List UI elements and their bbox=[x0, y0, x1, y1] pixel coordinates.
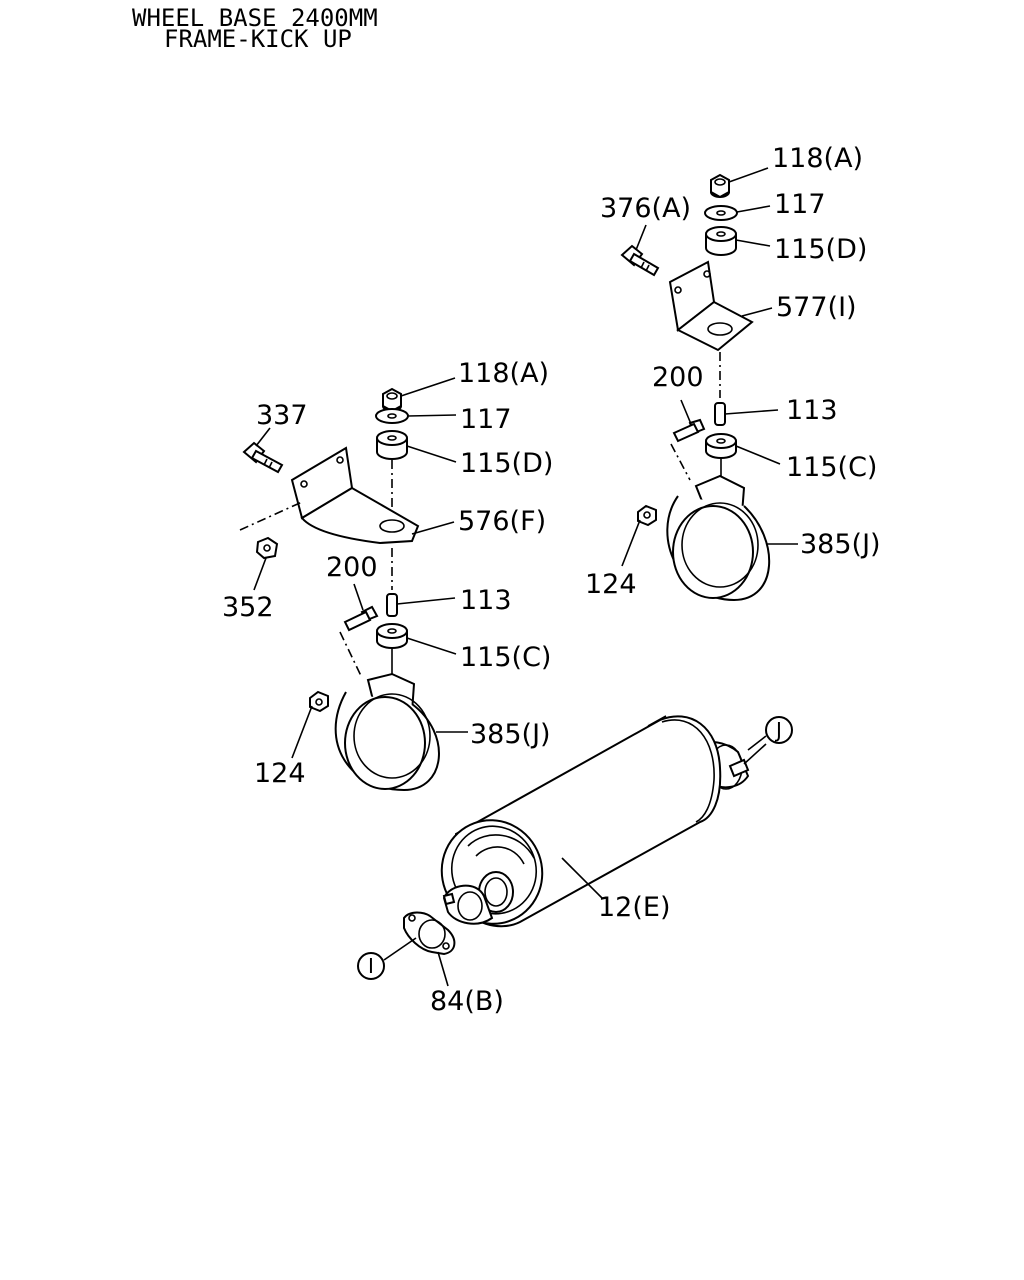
right-bolt-376[interactable] bbox=[620, 244, 660, 277]
callout-left-576: 576(F) bbox=[458, 506, 546, 537]
callout-left-115c: 115(C) bbox=[460, 642, 551, 673]
reference-i-label: I bbox=[368, 954, 374, 978]
callout-muffler-12: 12(E) bbox=[598, 892, 670, 923]
diagram-title-wheel-base: WHEEL BASE 2400MM bbox=[132, 4, 378, 32]
left-nut-352[interactable] bbox=[255, 536, 279, 560]
left-bolt-200[interactable] bbox=[343, 605, 379, 632]
left-rubber-115c[interactable] bbox=[376, 623, 408, 649]
right-bracket-577[interactable] bbox=[668, 260, 754, 352]
left-nut-118[interactable] bbox=[382, 387, 402, 413]
right-bolt-200[interactable] bbox=[672, 418, 706, 443]
gasket-leader-line bbox=[437, 951, 449, 987]
right-rubber-115c[interactable] bbox=[705, 433, 737, 459]
reference-circle-j: J bbox=[765, 716, 793, 744]
right-bolt-axis-line bbox=[670, 443, 691, 481]
reference-circle-i: I bbox=[357, 952, 385, 980]
callout-gasket-84: 84(B) bbox=[430, 986, 504, 1017]
left-bolt-337[interactable] bbox=[242, 441, 284, 474]
callout-left-115d: 115(D) bbox=[460, 448, 553, 479]
reference-j-leader bbox=[747, 735, 767, 751]
reference-j-label: J bbox=[774, 718, 782, 742]
callout-left-385: 385(J) bbox=[470, 719, 551, 750]
callout-left-200: 200 bbox=[326, 552, 378, 583]
muffler-outlet-bolt bbox=[728, 743, 767, 778]
muffler-12[interactable] bbox=[427, 715, 750, 938]
callout-right-118: 118(A) bbox=[772, 143, 863, 174]
right-pin-113[interactable] bbox=[714, 402, 726, 426]
diagram-title-frame: FRAME-KICK UP bbox=[164, 25, 352, 53]
left-nut-124[interactable] bbox=[309, 690, 329, 713]
right-clamp-385[interactable] bbox=[666, 474, 771, 602]
callout-left-118: 118(A) bbox=[458, 358, 549, 389]
callout-left-124: 124 bbox=[254, 758, 306, 789]
callout-right-115c: 115(C) bbox=[786, 452, 877, 483]
callout-right-113: 113 bbox=[786, 395, 838, 426]
left-bolt-axis-line bbox=[239, 501, 303, 531]
left-washer-117[interactable] bbox=[375, 408, 409, 424]
left-hanger-assembly bbox=[239, 387, 440, 792]
callout-right-117: 117 bbox=[774, 189, 826, 220]
right-leader-lines bbox=[621, 167, 798, 567]
callout-right-115d: 115(D) bbox=[774, 234, 867, 265]
callout-left-352: 352 bbox=[222, 592, 274, 623]
muffler-leader-line bbox=[561, 857, 603, 899]
callout-left-117: 117 bbox=[460, 404, 512, 435]
left-rubber-115d[interactable] bbox=[376, 430, 408, 460]
left-bolt-axis-line-lower bbox=[339, 631, 363, 679]
right-rubber-115d[interactable] bbox=[705, 226, 737, 256]
right-nut-124[interactable] bbox=[637, 504, 657, 527]
reference-i-leader bbox=[383, 937, 417, 961]
callout-left-337: 337 bbox=[256, 400, 308, 431]
callout-right-124: 124 bbox=[585, 569, 637, 600]
callout-right-376: 376(A) bbox=[600, 193, 691, 224]
callout-right-200: 200 bbox=[652, 362, 704, 393]
gasket-84[interactable] bbox=[403, 911, 456, 956]
callout-left-113: 113 bbox=[460, 585, 512, 616]
left-clamp-385[interactable] bbox=[334, 672, 440, 792]
left-bracket-576[interactable] bbox=[290, 446, 420, 545]
right-nut-118[interactable] bbox=[710, 173, 730, 199]
callout-right-577: 577(I) bbox=[776, 292, 857, 323]
callout-right-385: 385(J) bbox=[800, 529, 881, 560]
right-washer-117[interactable] bbox=[704, 205, 738, 221]
left-pin-113[interactable] bbox=[386, 593, 398, 617]
left-leader-lines bbox=[253, 377, 468, 759]
right-hanger-assembly bbox=[620, 173, 771, 602]
